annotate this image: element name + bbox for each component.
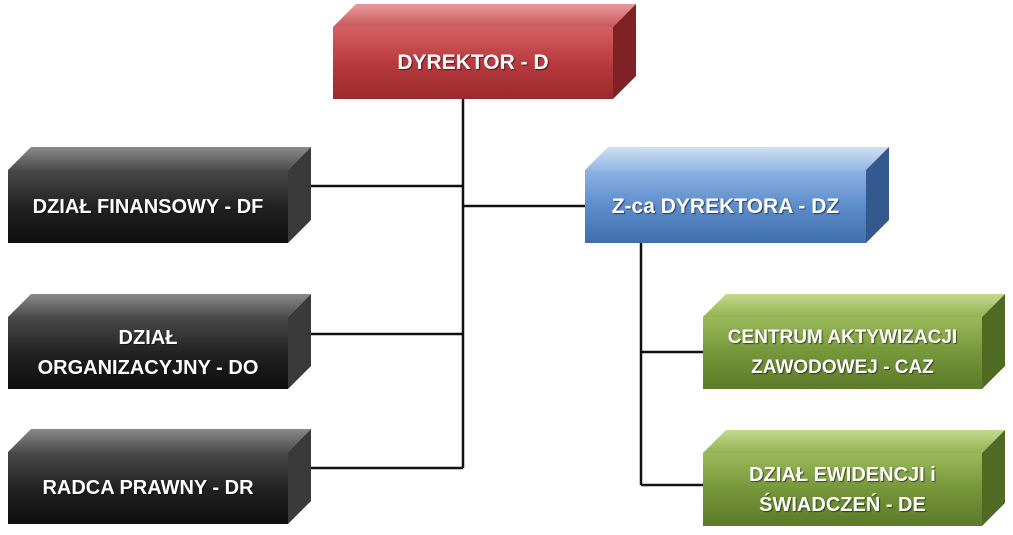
director-label-text: DYREKTOR - D: [397, 51, 549, 74]
organizational-department-label-text: DZIAŁ ORGANIZACYJNY - DO: [37, 327, 259, 379]
box-finance: [8, 147, 311, 243]
box-organizational: [8, 294, 311, 389]
deputy-label-text: Z-ca DYREKTORA - DZ: [611, 194, 840, 218]
de-label: DZIAŁ EWIDENCJI i ŚWIADCZEŃ - DE: [703, 453, 982, 526]
legal-counsel-label-text: RADCA PRAWNY - DR: [42, 477, 254, 499]
box-caz: [703, 294, 1005, 389]
de-label-text: DZIAŁ EWIDENCJI i ŚWIADCZEŃ - DE: [749, 463, 936, 516]
director-label: DYREKTOR - D: [333, 27, 613, 99]
caz-label: CENTRUM AKTYWIZACJI ZAWODOWEJ - CAZ: [703, 317, 982, 389]
organizational-department-label: DZIAŁ ORGANIZACYJNY - DO: [8, 317, 288, 389]
deputy-label: Z-ca DYREKTORA - DZ: [585, 170, 866, 243]
box-de: [703, 430, 1005, 526]
box-director: [333, 4, 636, 99]
connectors: [311, 99, 703, 487]
box-deputy: [585, 147, 889, 243]
finance-department-label-text: DZIAŁ FINANSOWY - DF: [32, 195, 264, 218]
box-legal: [8, 429, 311, 524]
caz-label-text: CENTRUM AKTYWIZACJI ZAWODOWEJ - CAZ: [727, 327, 958, 378]
legal-counsel-label: RADCA PRAWNY - DR: [8, 452, 288, 524]
finance-department-label: DZIAŁ FINANSOWY - DF: [8, 170, 288, 243]
